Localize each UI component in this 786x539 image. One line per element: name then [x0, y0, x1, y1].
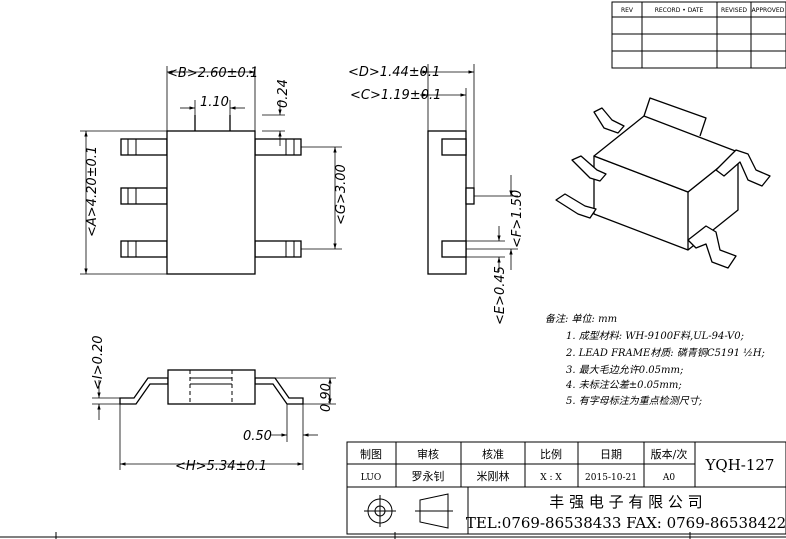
record-date-header: RECORD • DATE	[655, 7, 704, 14]
title-block: 制图 审核 核准 比例 日期 版本/次 LUO 罗永钊 米刚林 X : X 20…	[346, 441, 786, 535]
rev-header: REV	[621, 7, 634, 14]
approved-header: APPROVED	[752, 7, 785, 14]
dim-center-gap: 1.10	[200, 95, 229, 110]
note-item: 3. 最大毛边允许0.05mm;	[566, 364, 683, 376]
company-contact: TEL:0769-86538433 FAX: 0769-86538422	[466, 514, 786, 532]
tb-header-approved: 核准	[482, 447, 504, 461]
part-number: YQH-127	[705, 456, 775, 474]
side-view	[427, 130, 475, 275]
notes-title: 备注: 单位: mm	[545, 313, 617, 325]
note-item: 4. 未标注公差±0.05mm;	[565, 379, 682, 391]
tb-drawn-by: LUO	[361, 473, 381, 483]
revision-table: REV RECORD • DATE REVISED APPROVED	[611, 1, 786, 69]
tb-checked-by: 罗永钊	[412, 469, 445, 483]
dim-foot: 0.50	[243, 429, 272, 444]
dim-g: <G>3.00	[334, 164, 349, 225]
top-view-lead-hatch	[127, 139, 295, 257]
tb-header-drawn: 制图	[360, 448, 382, 461]
dim-standoff: 0.90	[319, 383, 334, 412]
dim-h: <H>5.34±0.1	[175, 459, 267, 474]
note-item: 2. LEAD FRAME材质: 磷青铜C5191 ½H;	[565, 347, 765, 359]
sheet-border	[0, 532, 786, 539]
company-name: 丰 强 电 子 有 限 公 司	[549, 493, 702, 511]
tb-scale: X : X	[540, 473, 562, 483]
front-view-dimensions	[92, 377, 336, 470]
tb-header-checked: 审核	[417, 447, 439, 461]
front-view	[119, 369, 304, 405]
tb-header-version: 版本/次	[651, 447, 688, 461]
revised-header: REVISED	[721, 7, 747, 14]
top-view-dimensions	[80, 66, 342, 275]
notes: 备注: 单位: mm 1. 成型材料: WH-9100F料,UL-94-V0; …	[545, 313, 765, 407]
dim-lead-thickness: 0.24	[276, 79, 291, 108]
dim-e: <E>0.45	[493, 266, 508, 325]
dim-c: <C>1.19±0.1	[350, 88, 441, 103]
dim-i: <I>0.20	[91, 335, 106, 390]
tb-approved-by: 米刚林	[477, 469, 510, 483]
dim-f: <F>1.50	[510, 190, 525, 248]
tb-version: A0	[662, 473, 675, 483]
note-item: 1. 成型材料: WH-9100F料,UL-94-V0;	[566, 330, 744, 342]
isometric-view	[555, 97, 771, 269]
dim-d: <D>1.44±0.1	[348, 65, 440, 80]
note-item: 5. 有字母标注为重点检测尺寸;	[566, 395, 702, 407]
top-view	[120, 115, 302, 275]
front-view-details	[189, 370, 233, 404]
tb-header-date: 日期	[600, 448, 622, 461]
tb-date: 2015-10-21	[585, 473, 637, 483]
dim-a: <A>4.20±0.1	[85, 146, 100, 237]
side-view-dimensions	[420, 64, 518, 272]
dim-b: <B>2.60±0.1	[167, 66, 258, 81]
tb-header-scale: 比例	[540, 447, 562, 461]
